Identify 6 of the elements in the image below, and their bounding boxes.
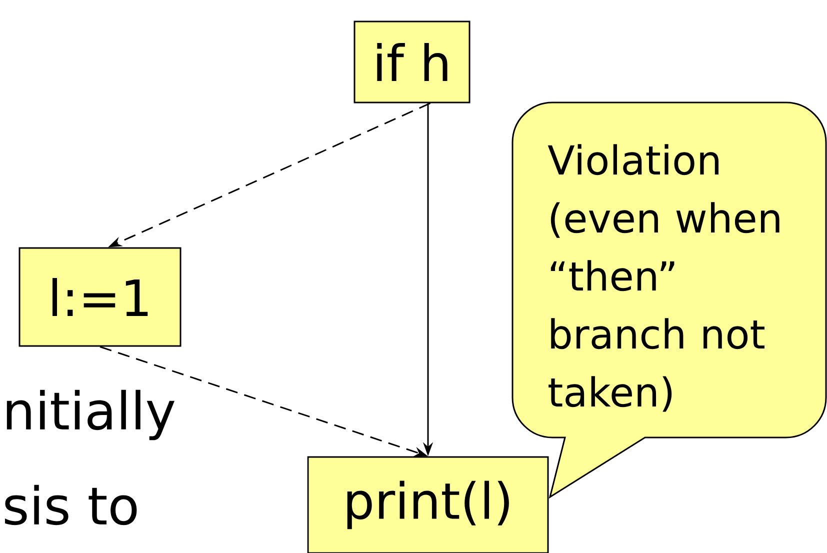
slide-text: sis to xyxy=(5,484,137,526)
process-box: if h xyxy=(354,20,470,104)
speech-bubble: Violation (even when “then” branch not taken) xyxy=(512,102,827,498)
slide-text: nitially xyxy=(6,390,174,440)
process-box: print(l) xyxy=(307,456,549,553)
process-box: l:=1 xyxy=(18,247,182,347)
